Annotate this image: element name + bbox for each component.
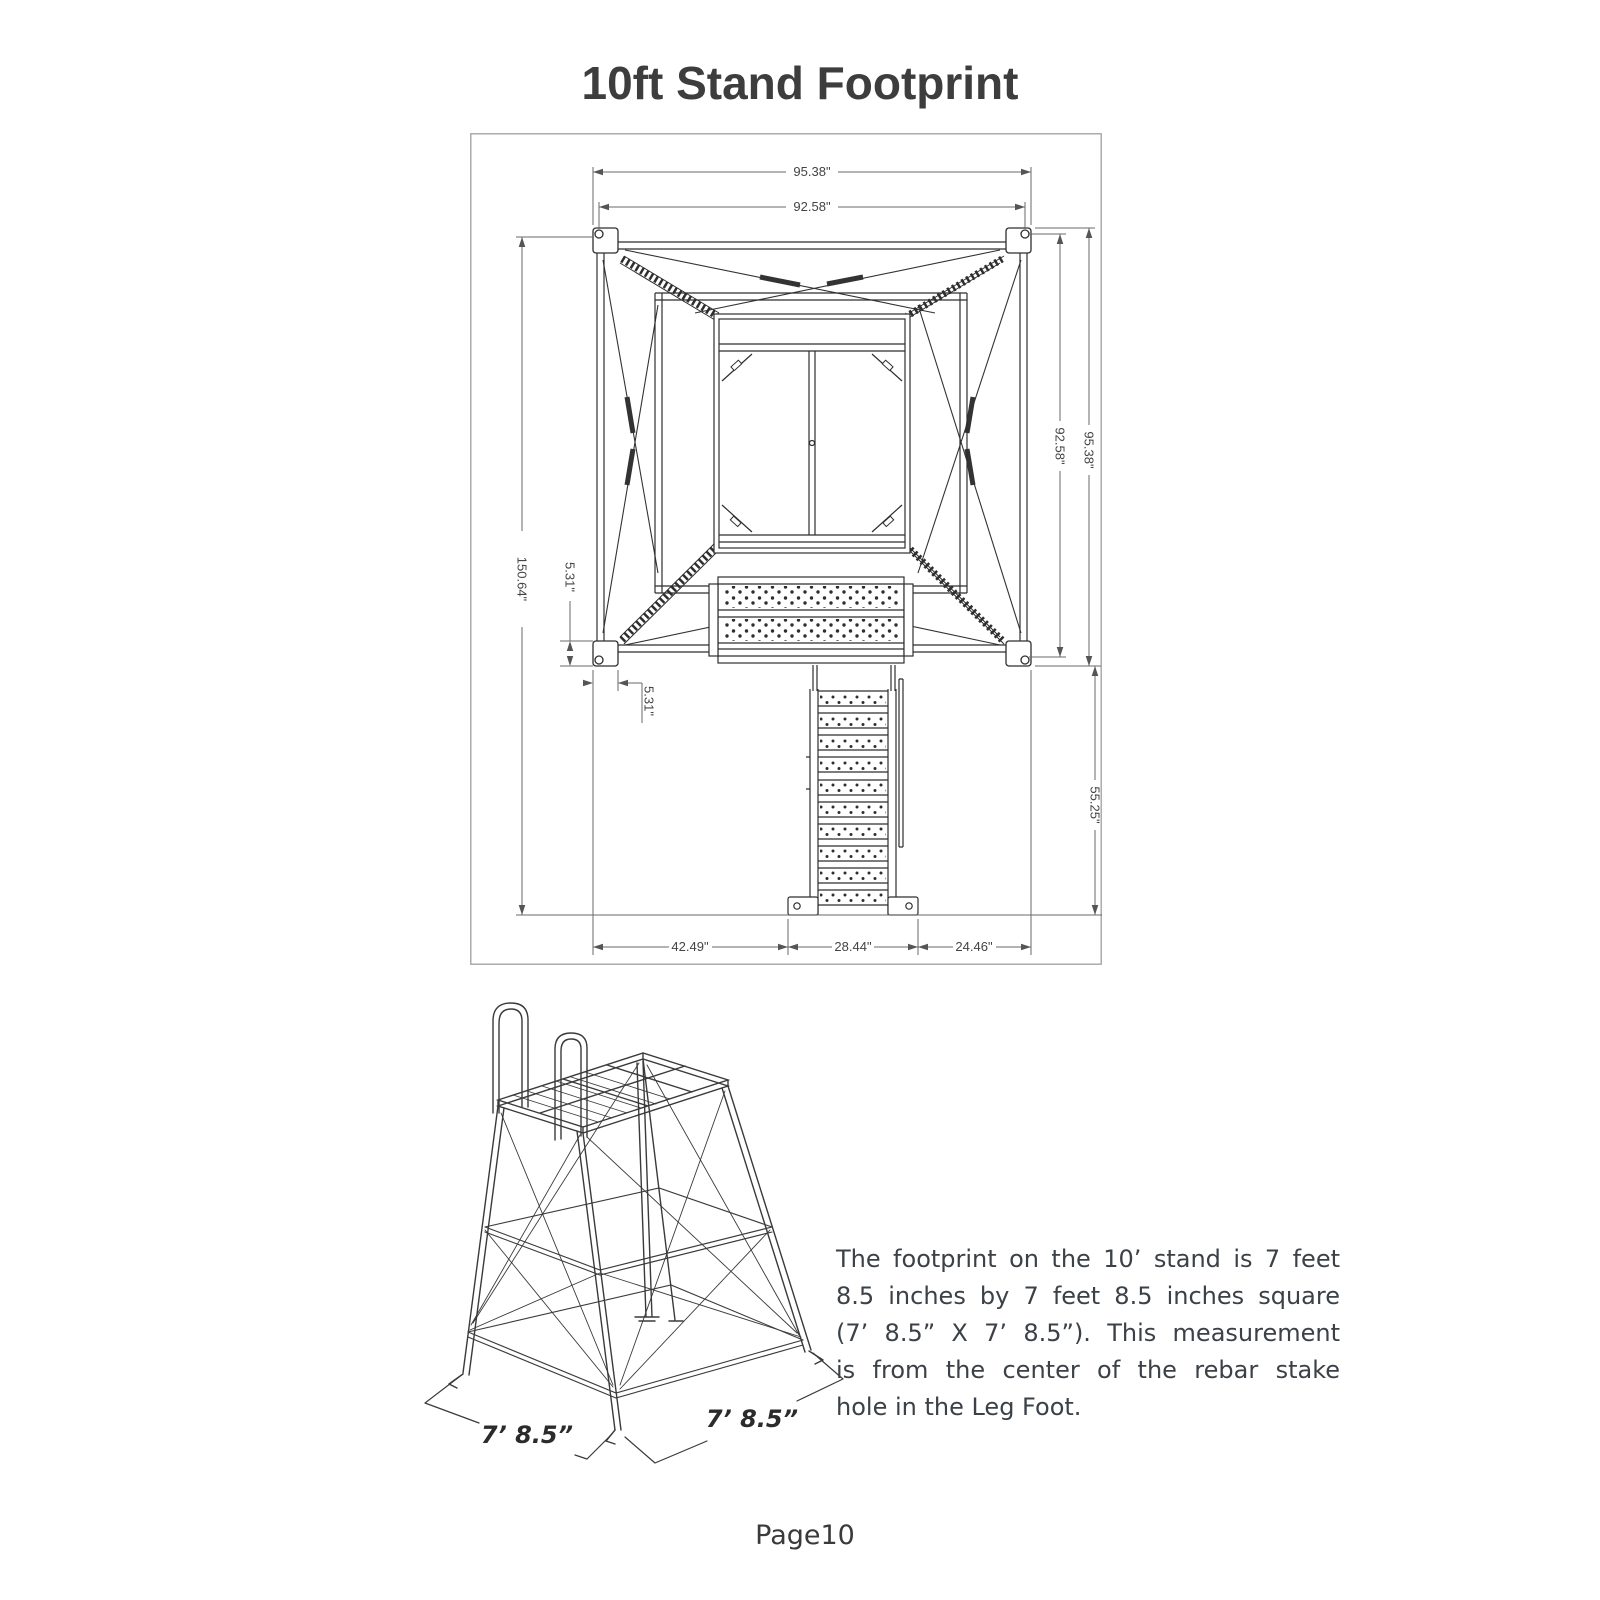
dimension-labels: 95.38" 92.58" 150.64" 5.31" 5.31" 92.58"… — [515, 164, 1103, 954]
stand-isometric-drawing: 7’ 8.5” 7’ 8.5” — [424, 1002, 844, 1464]
dimension-arrows — [518, 168, 1099, 951]
dim-width-inner: 92.58" — [793, 199, 831, 214]
note-line: is from the center of the rebar stake — [836, 1356, 1340, 1384]
dimension-lines — [516, 167, 1102, 955]
dim-width-outer: 95.38" — [793, 164, 831, 179]
dim-bottom-center: 28.44" — [834, 939, 872, 954]
footprint-top-view-drawing: 95.38" 92.58" 150.64" 5.31" 5.31" 92.58"… — [470, 133, 1102, 965]
dim-height-outer-right: 95.38" — [1082, 431, 1097, 469]
dim-plate-height: 5.31" — [563, 562, 578, 592]
deck-platform — [708, 576, 914, 664]
dim-bottom-right: 24.46" — [955, 939, 993, 954]
cross-bracing — [467, 1062, 804, 1399]
dim-plate-width: 5.31" — [642, 686, 657, 716]
dim-height-inner-right: 92.58" — [1053, 427, 1068, 465]
staircase — [787, 665, 919, 916]
note-line: The footprint on the 10’ stand is 7 feet — [836, 1245, 1340, 1273]
footprint-note: The footprint on the 10’ stand is 7 feet… — [836, 1241, 1340, 1426]
cabin-floor-plan — [713, 313, 911, 554]
page-title: 10ft Stand Footprint — [581, 57, 1019, 109]
handrail-hoops — [492, 1002, 588, 1141]
dim-bottom-left: 42.49" — [671, 939, 709, 954]
ground-dimension-leaders — [424, 1352, 844, 1464]
page-number: Page10 — [755, 1520, 855, 1551]
iso-dim-right: 7’ 8.5” — [706, 1405, 798, 1433]
center-post — [634, 1060, 660, 1322]
corner-braces — [619, 255, 1005, 645]
note-line: hole in the Leg Foot. — [836, 1393, 1082, 1421]
note-line: (7’ 8.5” X 7’ 8.5”). This measurement — [836, 1319, 1340, 1347]
note-line: 8.5 inches by 7 feet 8.5 inches square — [836, 1282, 1340, 1310]
leg-foot-plates — [592, 227, 1032, 667]
drawing-border — [470, 133, 1102, 965]
tower-legs — [448, 1058, 824, 1445]
platform-frame — [495, 1052, 731, 1134]
iso-dim-left: 7’ 8.5” — [481, 1421, 573, 1449]
dim-stair-extension: 55.25" — [1088, 786, 1103, 824]
dim-height-total: 150.64" — [515, 557, 530, 602]
